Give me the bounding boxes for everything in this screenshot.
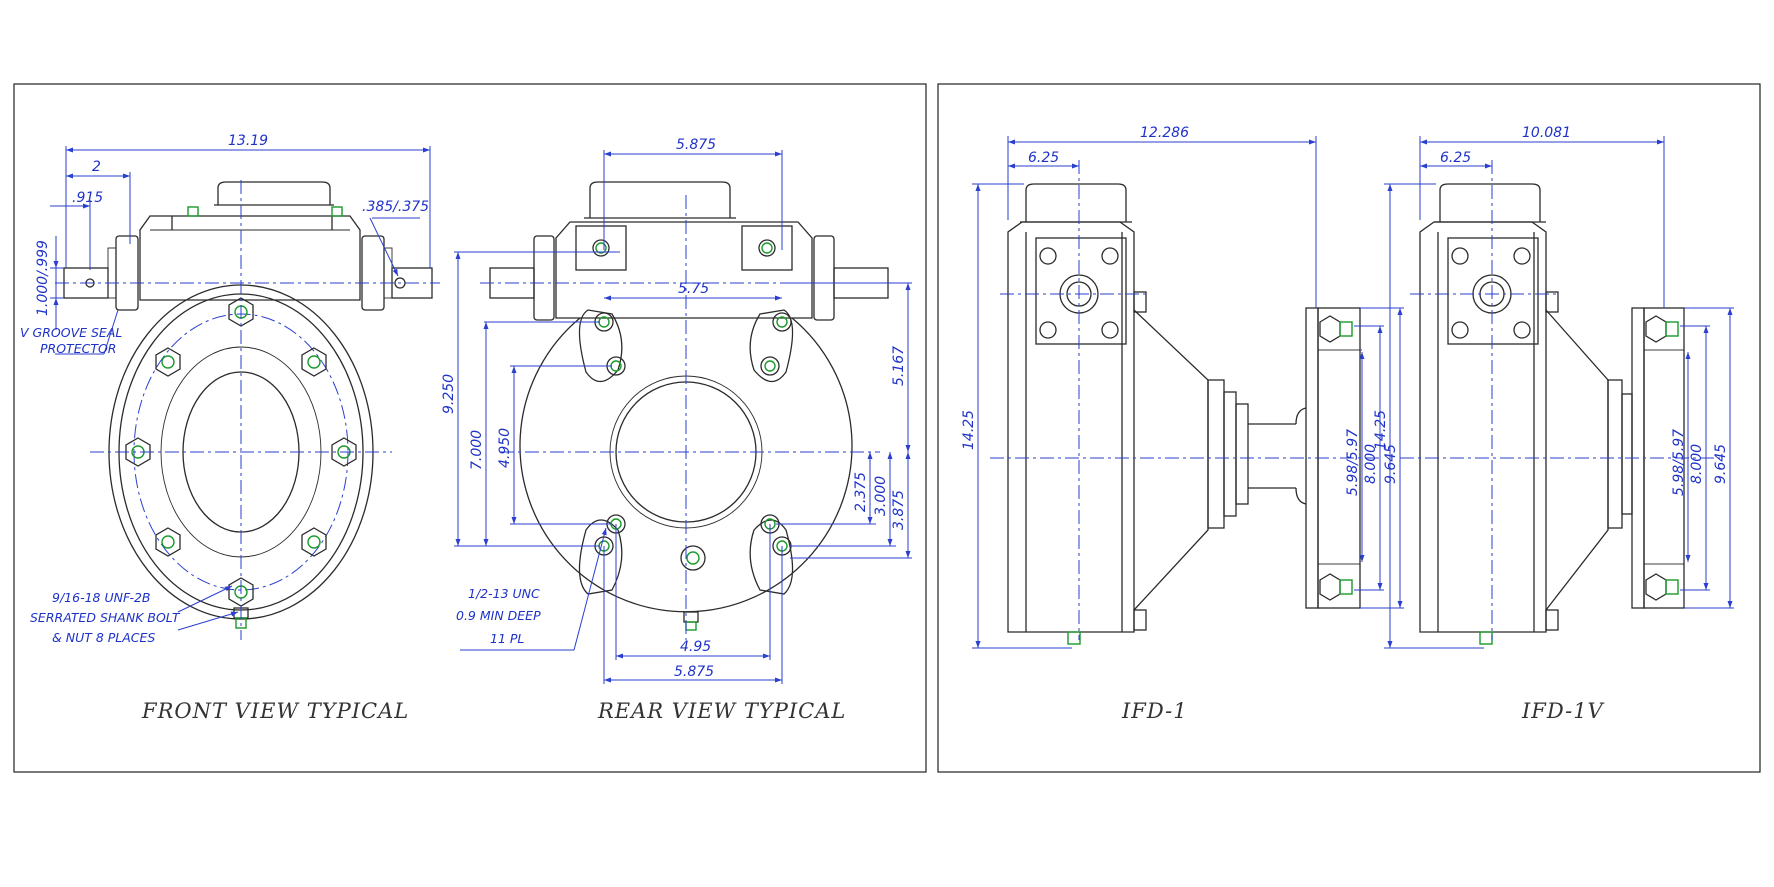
dim-ifd1v-top-offset: 6.25 — [1440, 150, 1471, 166]
dim-rear-3000: 3.000 — [873, 476, 889, 516]
dim-ifd1-d2: 8.000 — [1363, 444, 1379, 484]
right-panel-frame — [937, 83, 1761, 773]
dim-ifd1v-d1: 5.98/5.97 — [1671, 429, 1687, 496]
dim-ifd1v-height: 14.25 — [1373, 410, 1389, 450]
note-bolt-line3: & NUT 8 PLACES — [52, 630, 155, 645]
dim-ifd1v-d2: 8.000 — [1689, 444, 1705, 484]
ifd1v-title: IFD-1V — [1521, 699, 1605, 723]
note-tap-line1: 1/2-13 UNC — [468, 586, 540, 601]
dim-rear-9250: 9.250 — [441, 374, 457, 414]
dim-ifd1v-overall: 10.081 — [1522, 125, 1571, 141]
dim-ifd1-overall: 12.286 — [1140, 125, 1189, 141]
dim-shaft-offset: .915 — [72, 190, 103, 206]
dim-ifd1-top-offset: 6.25 — [1028, 150, 1059, 166]
rear-view: 5.875 5.75 4.95 5.875 9.250 7.000 4.950 … — [441, 137, 912, 723]
dim-rear-2375: 2.375 — [853, 472, 869, 512]
dim-rear-5167: 5.167 — [891, 346, 907, 386]
ifd1-title: IFD-1 — [1121, 699, 1188, 723]
note-tap-line2: 0.9 MIN DEEP — [456, 608, 541, 623]
note-bolt-line2: SERRATED SHANK BOLT — [30, 610, 181, 625]
note-tap-line3: 11 PL — [490, 631, 524, 646]
dim-ifd1v-d3: 9.645 — [1713, 444, 1729, 484]
ifd1-view: 12.286 6.25 14.25 5.98/5.97 8.000 9.645 … — [961, 125, 1404, 723]
front-view: 13.19 2 .915 .385/.375 1.000/.999 V GROO… — [20, 133, 440, 723]
ifd1v-view: 10.081 6.25 14.25 5.98/5.97 8.000 9.645 … — [1373, 125, 1734, 723]
dim-overall-width: 13.19 — [228, 133, 268, 149]
dim-rear-bottom-outer: 5.875 — [674, 664, 714, 680]
dim-rear-top-span: 5.875 — [676, 137, 716, 153]
dim-shaft-length: 2 — [92, 159, 101, 175]
dim-rear-3875: 3.875 — [891, 490, 907, 530]
dim-ifd1-d1: 5.98/5.97 — [1345, 429, 1361, 496]
left-panel-frame — [13, 83, 927, 773]
dim-rear-7000: 7.000 — [469, 430, 485, 470]
note-bolt-line1: 9/16-18 UNF-2B — [52, 590, 151, 605]
dim-rear-4950: 4.950 — [497, 428, 513, 468]
front-view-title: FRONT VIEW TYPICAL — [141, 699, 409, 723]
rear-view-title: REAR VIEW TYPICAL — [597, 699, 846, 723]
dim-rear-bottom-inner: 4.95 — [680, 639, 711, 655]
dim-shaft-diameter: 1.000/.999 — [35, 240, 51, 316]
note-seal-line1: V GROOVE SEAL — [20, 325, 122, 340]
dim-keyway: .385/.375 — [362, 199, 429, 215]
dim-rear-mid-span: 5.75 — [678, 281, 709, 297]
note-seal-line2: PROTECTOR — [40, 341, 116, 356]
dim-ifd1-height: 14.25 — [961, 410, 977, 450]
